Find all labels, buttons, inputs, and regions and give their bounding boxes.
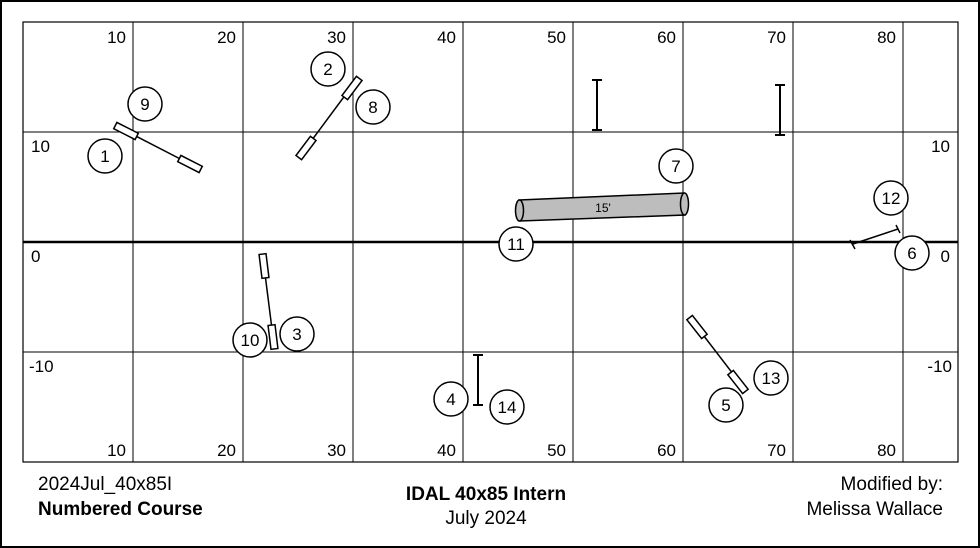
number-marker-5: 5 (708, 387, 744, 423)
bottom-label: 50 (547, 441, 566, 460)
top-label: 10 (107, 28, 126, 47)
modified-by-name: Melissa Wallace (806, 499, 943, 520)
number-marker-6: 6 (894, 235, 930, 271)
course-id-label: 2024Jul_40x85I (38, 474, 173, 495)
jump-unnumbered-b (775, 84, 785, 136)
jump-6-12 (849, 224, 901, 250)
course-date: July 2024 (445, 508, 527, 529)
bottom-label: 70 (767, 441, 786, 460)
svg-text:6: 6 (907, 244, 916, 263)
bottom-label: 60 (657, 441, 676, 460)
bottom-label: 20 (217, 441, 236, 460)
svg-text:1: 1 (100, 147, 109, 166)
bottom-label: 80 (877, 441, 896, 460)
left-label: 0 (31, 247, 40, 266)
top-label: 30 (327, 28, 346, 47)
svg-text:10: 10 (241, 331, 260, 350)
number-marker-12: 12 (873, 180, 909, 216)
svg-text:12: 12 (882, 189, 901, 208)
left-label: -10 (29, 357, 54, 376)
right-label: -10 (927, 357, 952, 376)
left-label: 10 (31, 137, 50, 156)
svg-text:2: 2 (323, 60, 332, 79)
modified-by-label: Modified by: (840, 474, 943, 495)
number-marker-11: 11 (498, 226, 534, 262)
jump-2-8 (294, 75, 364, 161)
number-marker-13: 13 (753, 360, 789, 396)
top-label: 40 (437, 28, 456, 47)
right-label: 0 (941, 247, 950, 266)
number-marker-14: 14 (489, 389, 525, 425)
number-marker-8: 8 (355, 89, 391, 125)
bottom-label: 10 (107, 441, 126, 460)
jump-4-14 (473, 354, 483, 406)
number-marker-7: 7 (658, 148, 694, 184)
number-marker-9: 9 (127, 86, 163, 122)
top-label: 70 (767, 28, 786, 47)
svg-text:3: 3 (292, 325, 301, 344)
number-marker-3: 3 (279, 316, 315, 352)
number-marker-2: 2 (310, 51, 346, 87)
bottom-label: 40 (437, 441, 456, 460)
svg-text:7: 7 (671, 157, 680, 176)
number-marker-4: 4 (433, 381, 469, 417)
jump-unnumbered-a (592, 79, 602, 131)
number-marker-1: 1 (87, 138, 123, 174)
svg-text:8: 8 (368, 98, 377, 117)
tunnel-7-11: 15' (514, 192, 690, 222)
svg-text:11: 11 (507, 235, 525, 254)
top-label: 80 (877, 28, 896, 47)
right-label: 10 (931, 137, 950, 156)
top-label: 50 (547, 28, 566, 47)
jump-5-13 (685, 314, 750, 395)
svg-text:13: 13 (762, 369, 781, 388)
jump-3-10 (258, 252, 279, 351)
svg-text:4: 4 (446, 390, 455, 409)
svg-text:5: 5 (721, 396, 730, 415)
course-type-label: Numbered Course (38, 499, 203, 520)
bottom-label: 30 (327, 441, 346, 460)
top-label: 60 (657, 28, 676, 47)
svg-text:14: 14 (498, 398, 517, 417)
jump-1-9 (112, 121, 204, 174)
svg-text:9: 9 (140, 95, 149, 114)
tunnel-length-label: 15' (595, 201, 611, 215)
top-label: 20 (217, 28, 236, 47)
number-marker-10: 10 (232, 322, 268, 358)
course-title: IDAL 40x85 Intern (405, 484, 567, 505)
